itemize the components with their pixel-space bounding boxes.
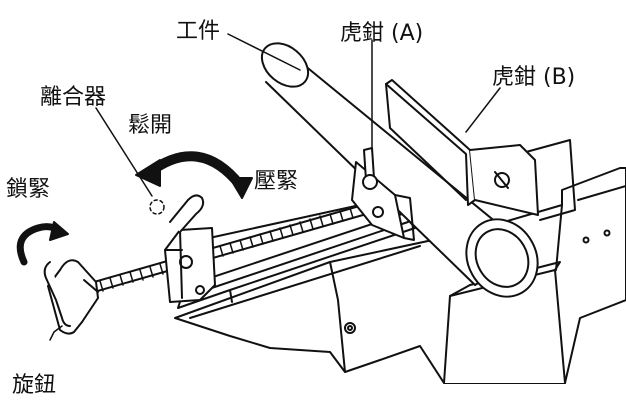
- label-press: 壓緊: [254, 169, 298, 194]
- clutch-block: [149, 194, 216, 303]
- machine-base: [174, 139, 626, 384]
- label-knob: 旋鈕: [12, 373, 56, 398]
- loosen-press-arrow: [135, 151, 253, 199]
- label-clutch: 離合器: [40, 85, 106, 110]
- lock-arrow: [16, 221, 69, 266]
- label-loosen: 鬆開: [128, 113, 172, 138]
- vise-jaw-b: [385, 79, 539, 216]
- vise-jaw-a: [351, 147, 415, 241]
- lead-screw: [79, 202, 371, 297]
- label-vise-b: 虎鉗 (B): [492, 65, 575, 90]
- workpiece-cylinder: [260, 42, 539, 298]
- label-lock: 鎖緊: [6, 177, 50, 202]
- label-workpiece: 工件: [176, 19, 220, 44]
- leader-lines: [49, 33, 501, 341]
- vise-knob: [43, 259, 99, 335]
- label-vise-a: 虎鉗 (A): [340, 21, 423, 46]
